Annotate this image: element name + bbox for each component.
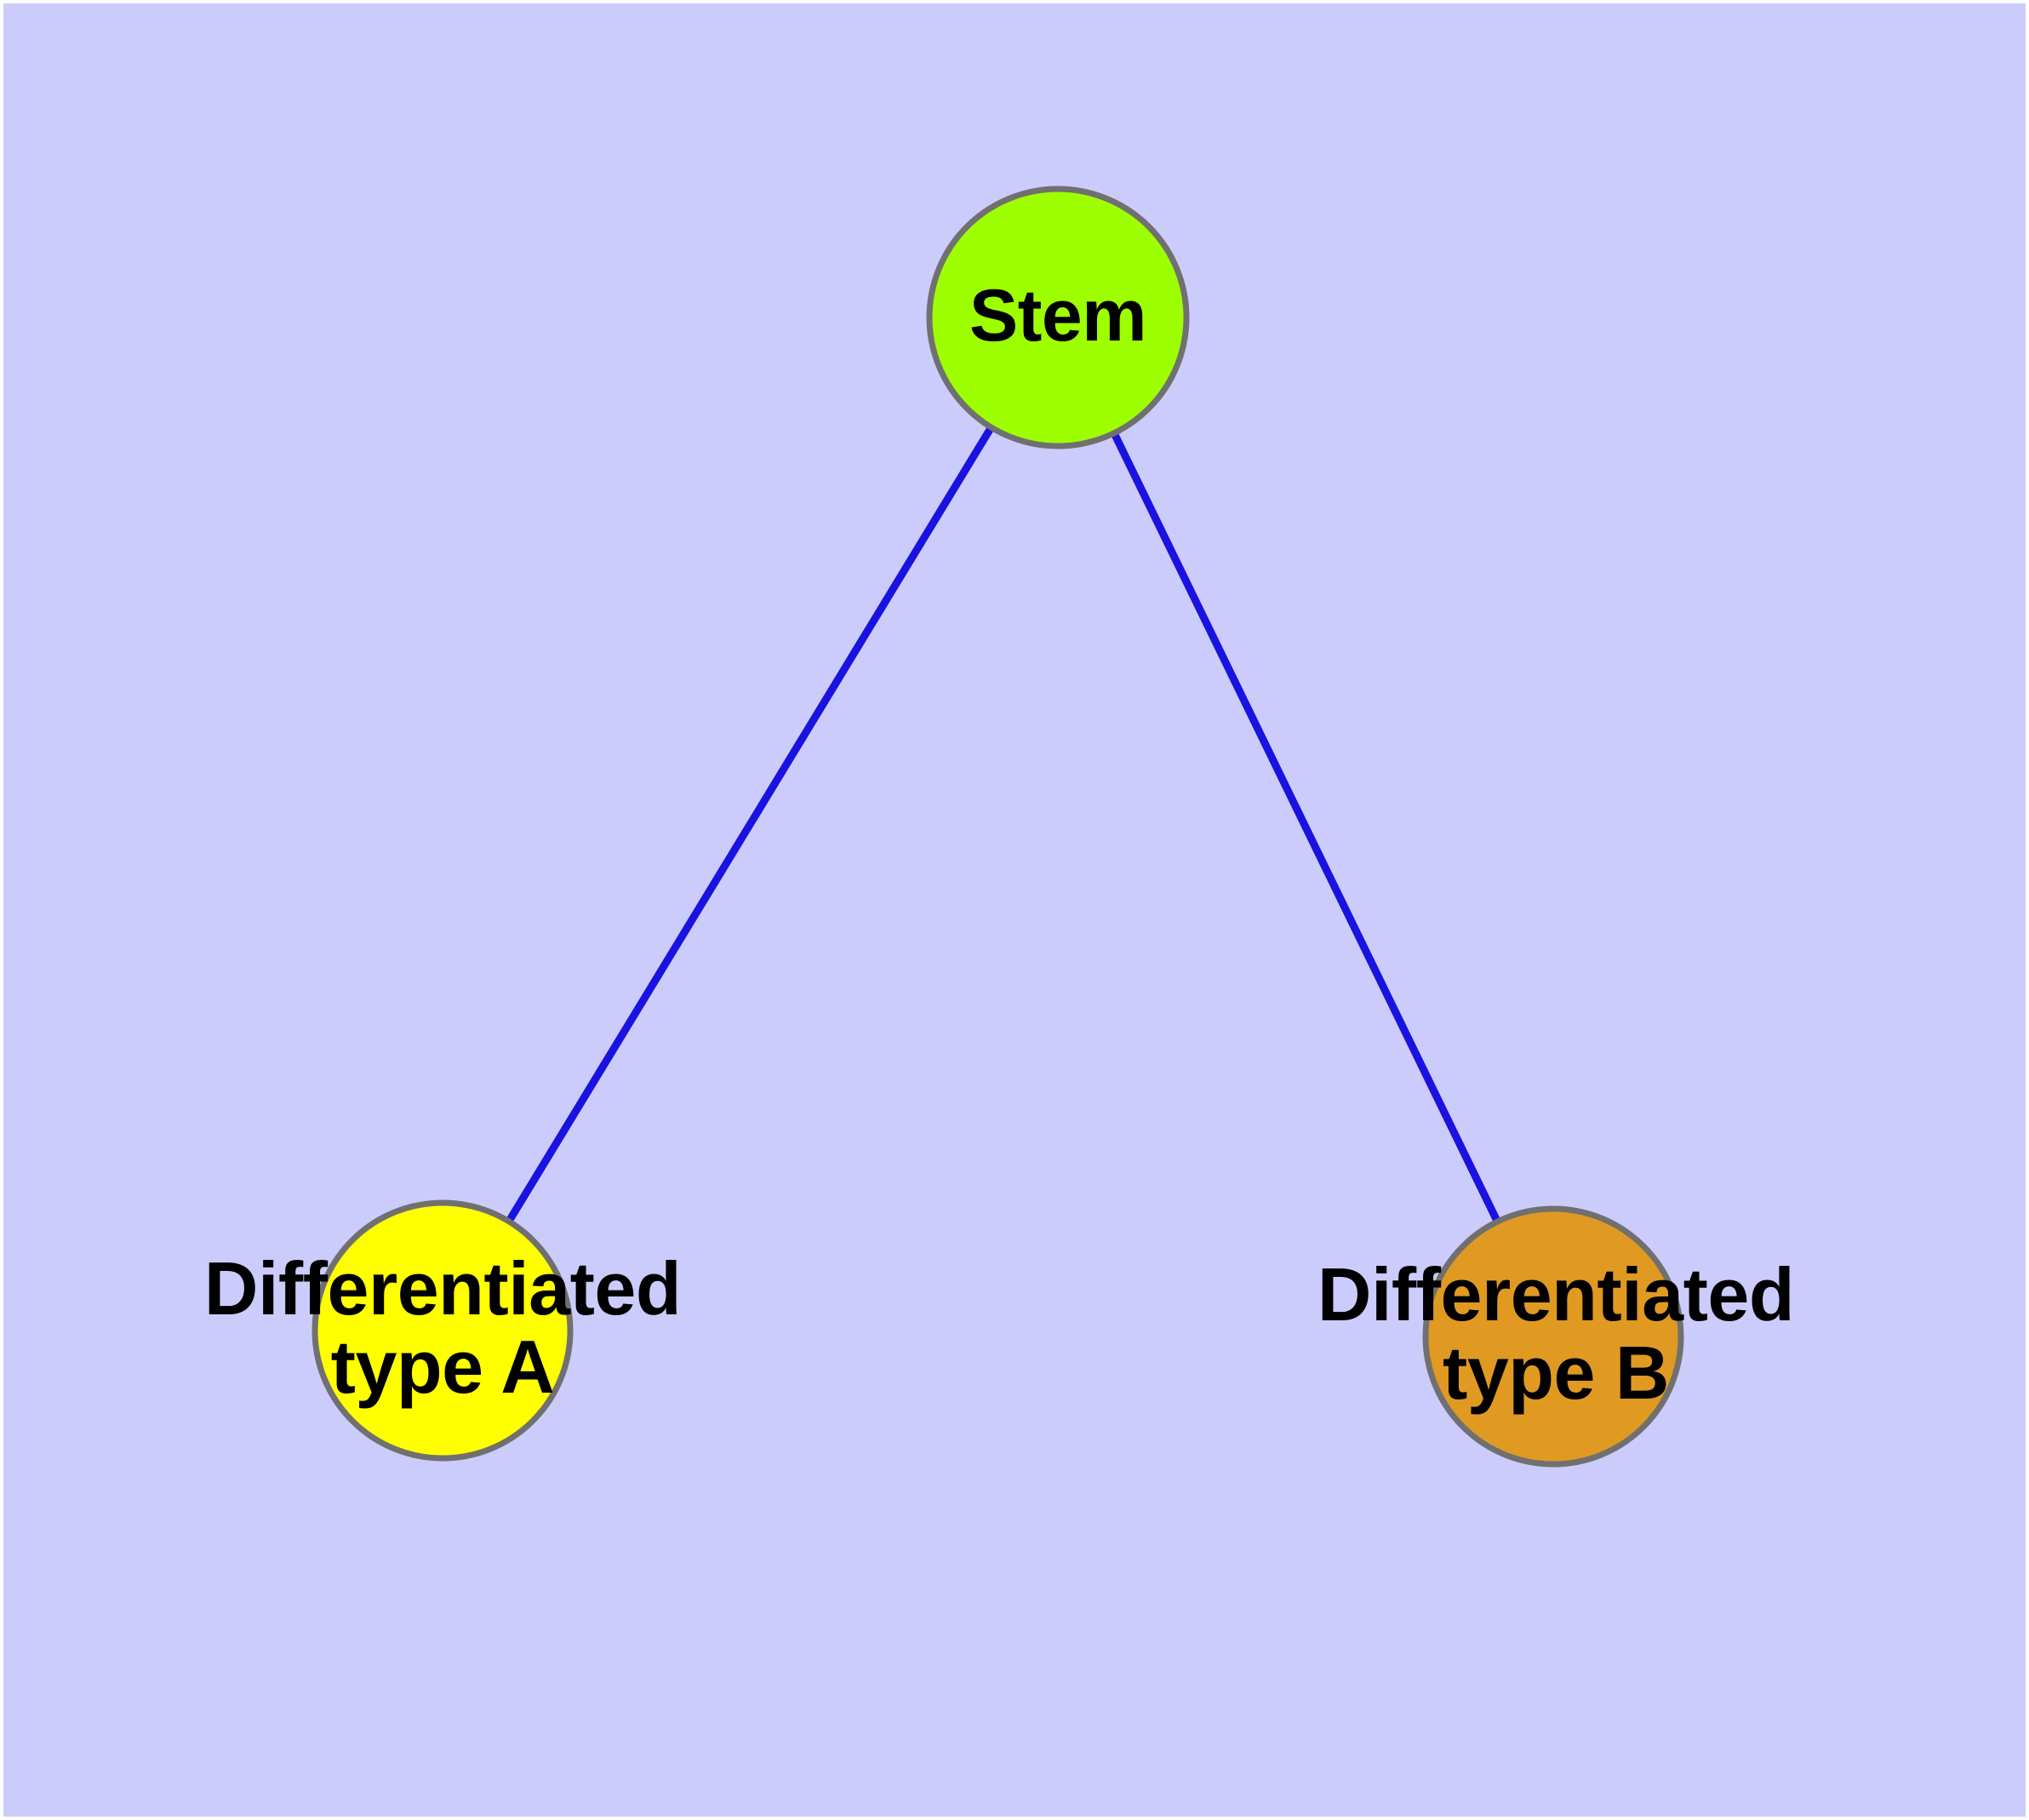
node-layer bbox=[311, 186, 1684, 1468]
node-differentiated-type-b-circle[interactable] bbox=[1422, 1205, 1684, 1468]
edge-layer bbox=[503, 422, 1503, 1227]
node-stem-circle[interactable] bbox=[926, 186, 1190, 449]
node-differentiated-type-a-circle[interactable] bbox=[311, 1199, 574, 1462]
edge-stem-to-differentiated-type-b bbox=[1109, 428, 1503, 1227]
edge-stem-to-differentiated-type-a bbox=[503, 422, 997, 1227]
